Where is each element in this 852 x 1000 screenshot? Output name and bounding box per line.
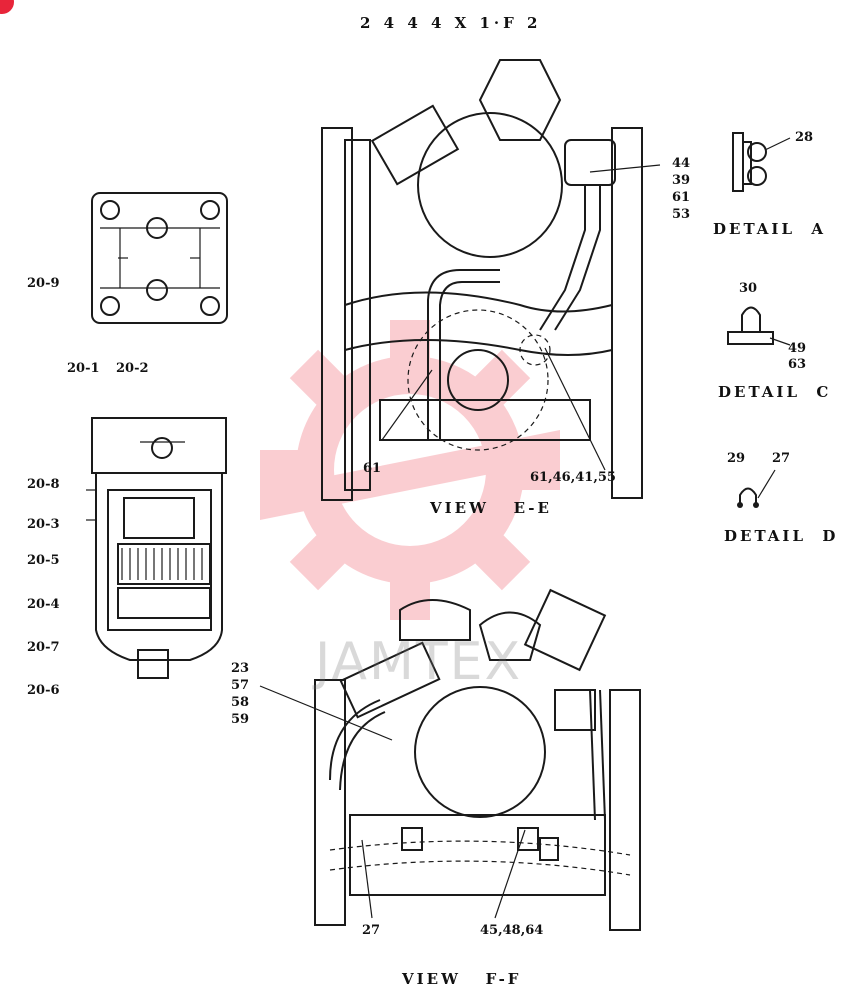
- callout-view-ee-53: 53: [672, 207, 691, 222]
- detail-d-title: DETAIL D: [724, 527, 839, 545]
- callout-filter-20-8: 20-8: [27, 477, 60, 492]
- callout-view-ff-23: 23: [231, 661, 250, 676]
- callout-filter-20-9: 20-9: [27, 276, 60, 291]
- drawing-number: 2 4 4 4 X 1·F 2: [360, 14, 542, 32]
- detail-a-drawing: [732, 132, 791, 192]
- callout-detail-d-27: 27: [772, 451, 791, 466]
- detail-c-drawing: [727, 306, 791, 346]
- watermark-text: JAMTEX: [315, 632, 523, 692]
- callout-view-ff-27: 27: [362, 923, 381, 938]
- filter-section-view: [86, 417, 227, 679]
- callout-filter-20-2: 20-2: [116, 361, 149, 376]
- callout-view-ee-61: 61: [672, 190, 691, 205]
- callout-filter-20-3: 20-3: [27, 517, 60, 532]
- callout-view-ff-59: 59: [231, 712, 250, 727]
- callout-detail-d-29: 29: [727, 451, 746, 466]
- detail-c-title: DETAIL C: [718, 383, 832, 401]
- callout-view-ee-39: 39: [672, 173, 691, 188]
- callout-filter-20-4: 20-4: [27, 597, 60, 612]
- callout-detail-c-49: 49: [788, 341, 807, 356]
- callout-filter-20-6: 20-6: [27, 683, 60, 698]
- callout-filter-20-1: 20-1: [67, 361, 100, 376]
- view-ff-title: VIEW F-F: [402, 970, 522, 988]
- callout-view-ee-61-left: 61: [363, 461, 382, 476]
- callout-view-ff-57: 57: [231, 678, 250, 693]
- callout-view-ff-45-48-64: 45,48,64: [480, 923, 544, 938]
- view-ee-title: VIEW E-E: [430, 499, 552, 517]
- callout-view-ff-58: 58: [231, 695, 250, 710]
- callout-detail-c-30: 30: [739, 281, 758, 296]
- detail-d-drawing: [737, 469, 776, 508]
- callout-detail-a-28: 28: [795, 130, 814, 145]
- view-ee-drawing: [321, 59, 661, 501]
- detail-a-title: DETAIL A: [713, 220, 827, 238]
- filter-head-top-view: [91, 192, 228, 324]
- callout-view-ee-61-46-41-55: 61,46,41,55: [530, 470, 616, 485]
- callout-filter-20-5: 20-5: [27, 553, 60, 568]
- callout-filter-20-7: 20-7: [27, 640, 60, 655]
- callout-view-ee-44: 44: [672, 156, 691, 171]
- view-ff-drawing: [259, 588, 641, 931]
- callout-detail-c-63: 63: [788, 357, 807, 372]
